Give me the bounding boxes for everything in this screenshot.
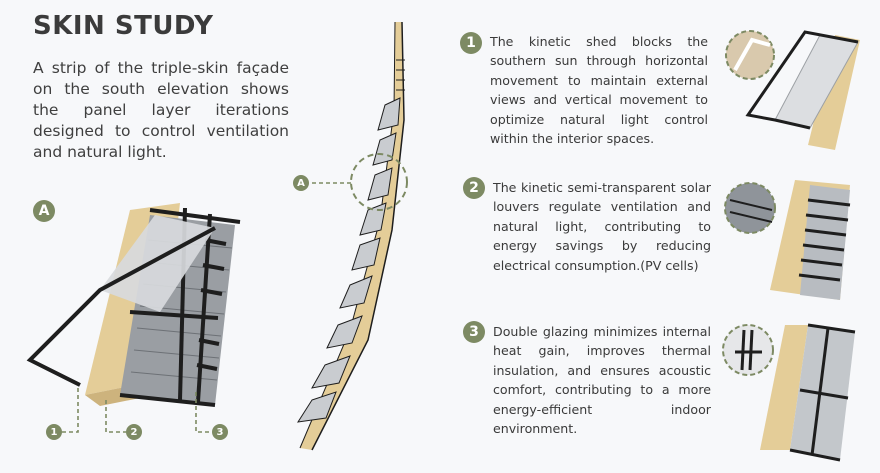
legend-number-2: 2 (130, 426, 138, 438)
layer-3-frame (789, 323, 856, 462)
strip-callout-badge: A (293, 175, 309, 191)
legend-badge-2: 2 (126, 424, 142, 440)
layer-3-zoom-circle (722, 324, 774, 376)
leader-lines (62, 388, 212, 433)
strip-edge (311, 21, 405, 451)
layer-2-description: The kinetic semi-transparent solar louve… (493, 180, 711, 273)
layer-2-glass (800, 185, 850, 300)
layer-1-number: 1 (466, 35, 476, 51)
frame-ticks (196, 238, 227, 371)
layer-2-badge: 2 (463, 177, 485, 199)
strip-ticks (396, 59, 405, 91)
legend-badge-1: 1 (46, 424, 62, 440)
legend-number-3: 3 (216, 426, 224, 438)
intro-text: A strip of the triple-skin façade on the… (33, 59, 289, 161)
layer-3-description: Double glazing minimizes internal heat g… (493, 324, 711, 437)
layer-3-number: 3 (469, 324, 479, 340)
strip-wood (300, 22, 404, 450)
layer-1-arm (745, 30, 859, 130)
legend-badge-3: 3 (212, 424, 228, 440)
layer-1-badge: 1 (460, 32, 482, 54)
strip-highlight-circle (350, 153, 408, 211)
layer-2-number: 2 (469, 180, 479, 196)
layer-3-badge: 3 (463, 321, 485, 343)
layer-3-wood (760, 325, 808, 450)
layer-1-wood (808, 35, 860, 150)
legend-number-1: 1 (50, 426, 58, 438)
layer-2-louvers (798, 198, 851, 282)
detail-a-label: A (38, 203, 50, 219)
strip-callout-label: A (297, 177, 305, 189)
shed-arm (26, 226, 216, 387)
page-title: SKIN STUDY (33, 11, 214, 41)
detail-a-badge: A (33, 200, 55, 222)
layer-1-description: The kinetic shed blocks the southern sun… (490, 34, 708, 147)
kinetic-shed-panel (100, 215, 215, 312)
